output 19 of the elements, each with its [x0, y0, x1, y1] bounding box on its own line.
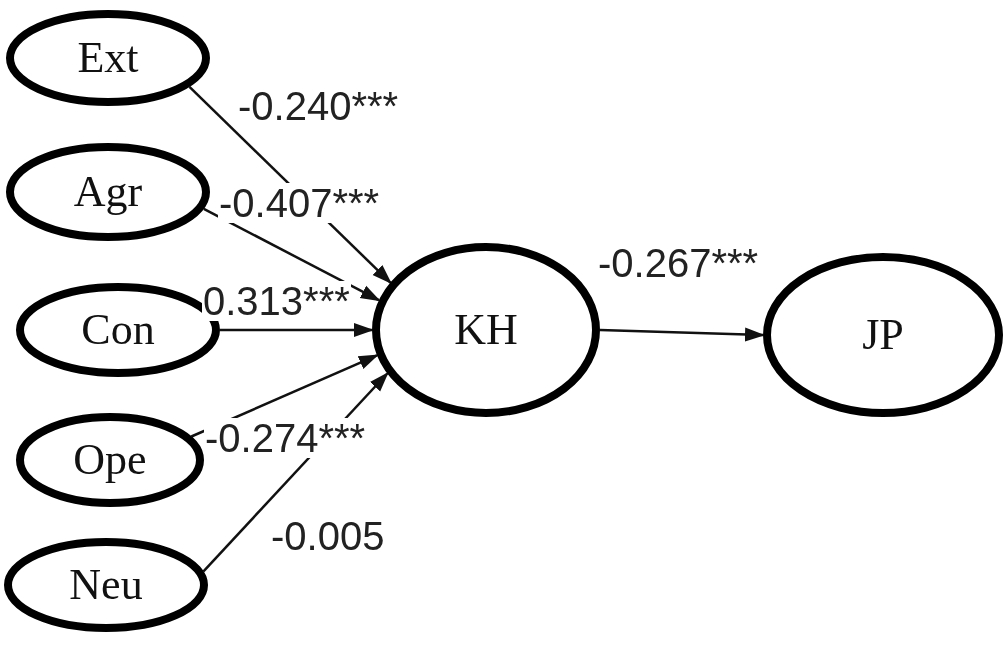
ellipse-node	[16, 413, 204, 507]
ellipse-node	[372, 243, 600, 417]
node-label: Agr	[73, 170, 143, 214]
edge-label: -0.274***	[204, 418, 367, 458]
ellipse-node	[6, 10, 210, 106]
arrow	[220, 323, 374, 337]
ellipse-node	[4, 538, 208, 632]
node-label: KH	[454, 308, 518, 352]
arrow	[599, 327, 765, 342]
ellipse-node	[763, 253, 1003, 417]
edge-label: -0.407***	[218, 183, 381, 223]
arrow	[203, 207, 381, 302]
edge-label: 0.313***	[202, 281, 351, 321]
node-label: JP	[862, 313, 904, 357]
node-label: Neu	[69, 563, 143, 607]
node-label: Ope	[73, 438, 147, 482]
node-label: Ext	[77, 36, 139, 80]
node-label: Con	[81, 308, 155, 352]
ellipse-node	[6, 143, 210, 241]
